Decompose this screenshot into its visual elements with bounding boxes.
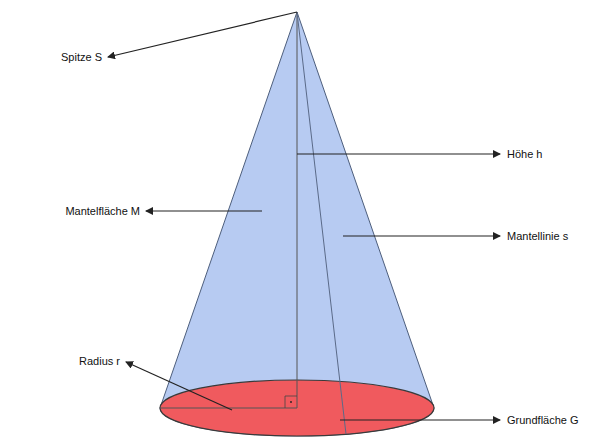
leader-line: [343, 235, 500, 236]
leader-line: [297, 153, 500, 154]
part-label: Radius r: [79, 354, 120, 368]
part-label: Spitze S: [61, 50, 102, 64]
part-label: Mantellinie s: [507, 229, 568, 243]
leader-line: [126, 362, 232, 410]
right-angle: [285, 396, 297, 408]
part-label: Höhe h: [507, 147, 542, 161]
slant-line: [297, 12, 346, 434]
right-angle-dot: [290, 401, 292, 403]
part-label: Mantelfläche M: [65, 204, 140, 218]
leader-line: [108, 12, 297, 57]
leader-line: [146, 210, 262, 211]
height-line: [297, 12, 298, 408]
leader-line: [340, 419, 500, 420]
cone-mantle: [160, 12, 434, 436]
part-label: Grundfläche G: [507, 413, 579, 427]
